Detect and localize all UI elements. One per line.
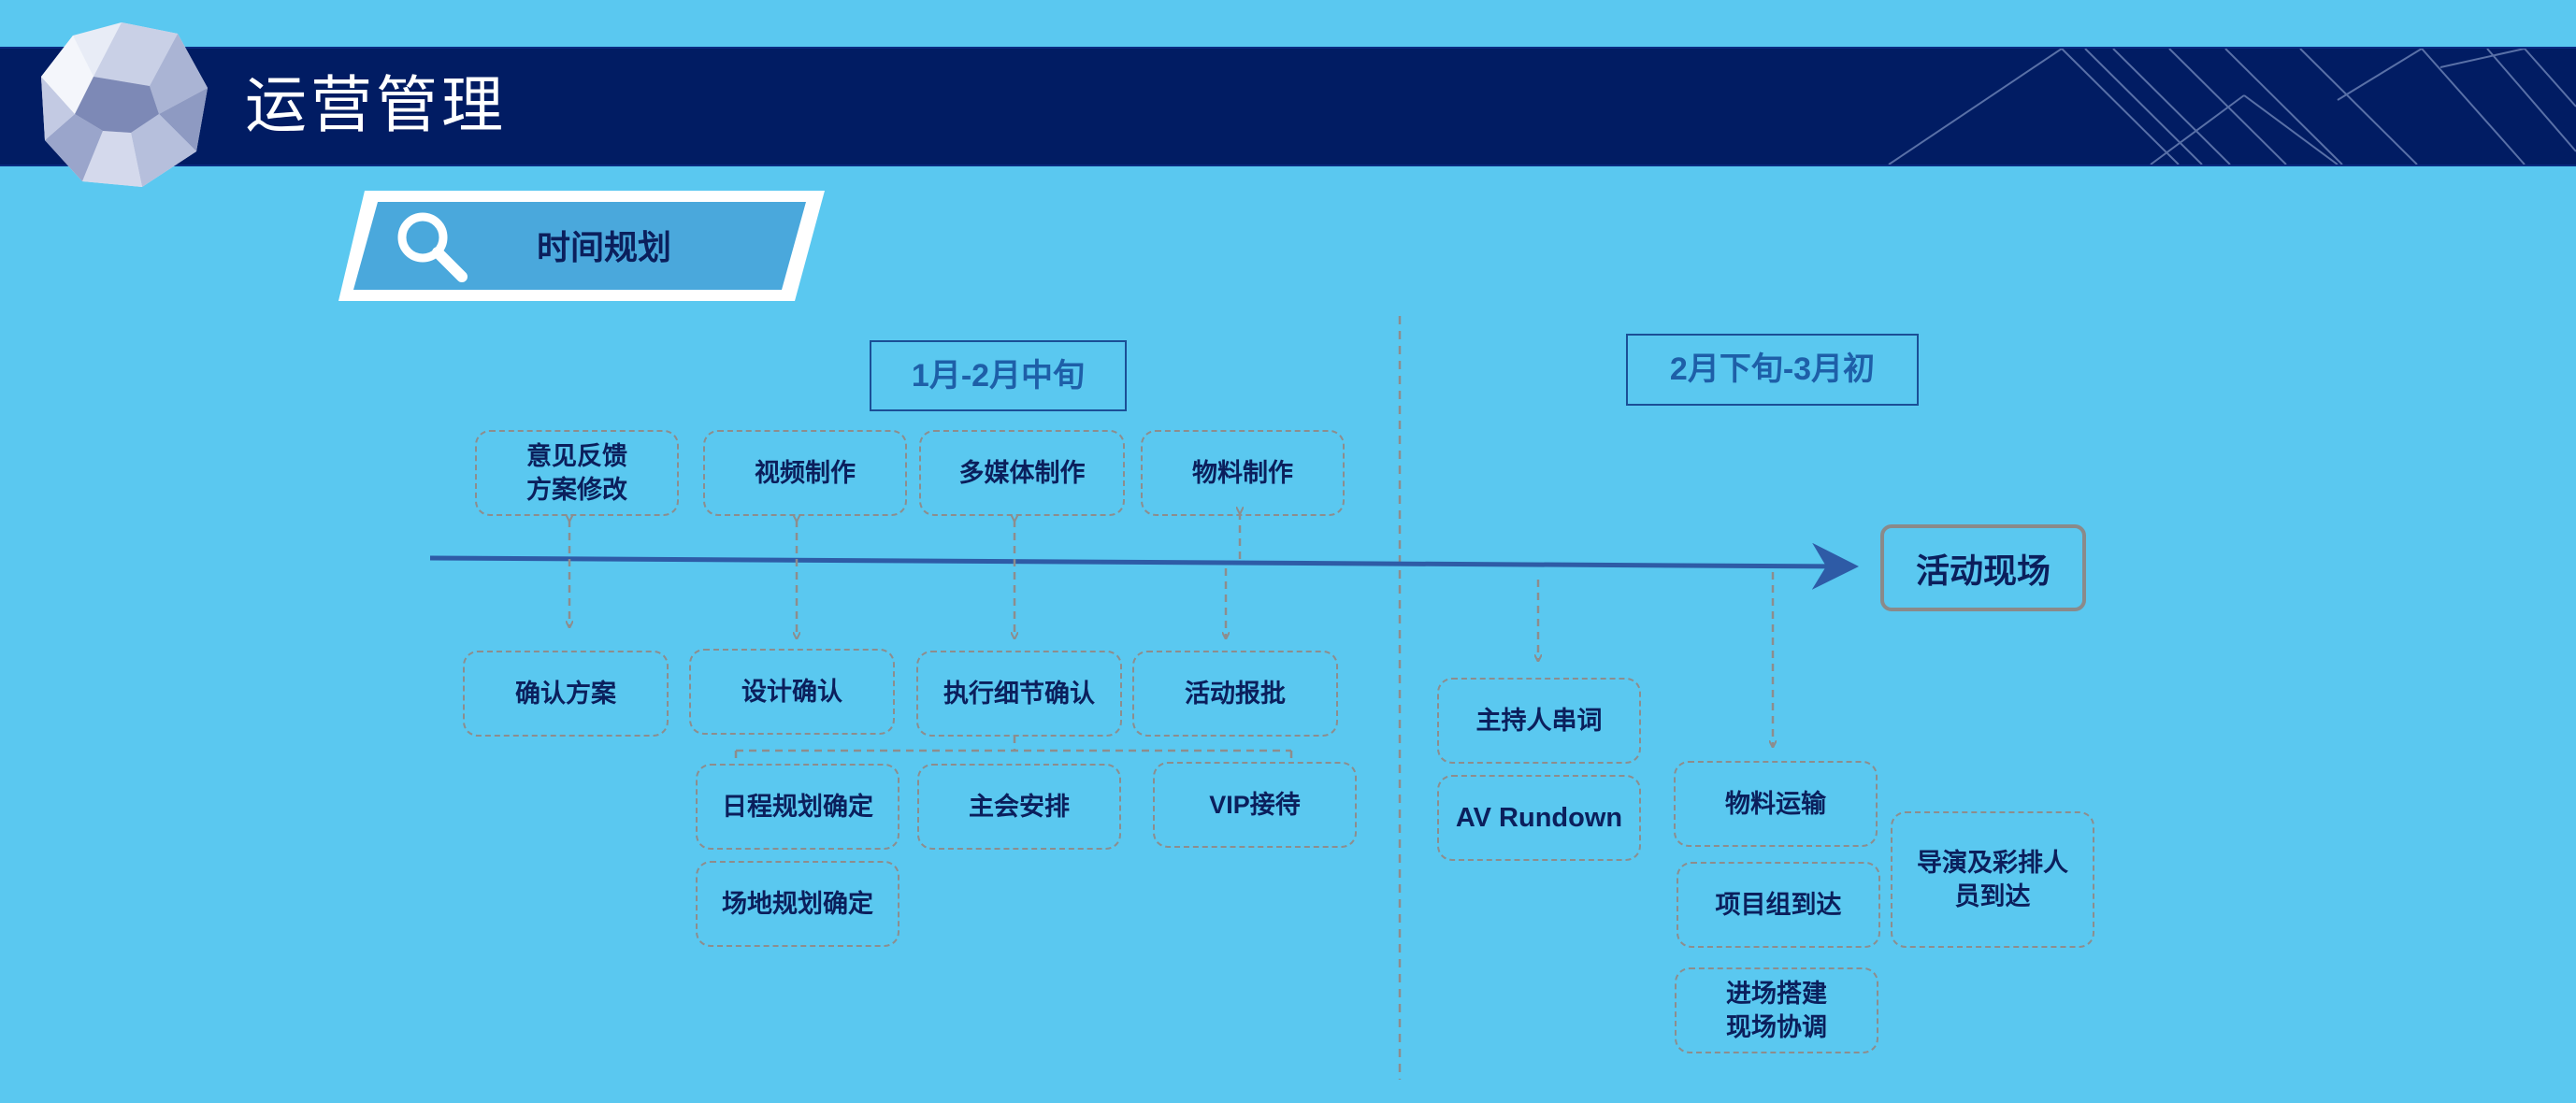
confirm-plan-box: 确认方案 bbox=[463, 651, 669, 737]
venue-plan-box: 场地规划确定 bbox=[696, 861, 899, 947]
feedback-revision-box: 意见反馈 方案修改 bbox=[475, 430, 679, 516]
search-icon bbox=[397, 212, 468, 282]
page-title: 运营管理 bbox=[245, 69, 507, 141]
crystal-logo bbox=[41, 22, 208, 187]
event-onsite-box: 活动现场 bbox=[1880, 524, 2086, 611]
material-production-box: 物料制作 bbox=[1141, 430, 1345, 516]
timeline-arrow bbox=[429, 542, 1859, 590]
design-confirm-box: 设计确认 bbox=[689, 649, 895, 735]
header-band bbox=[0, 47, 2576, 166]
director-rehearsal-box: 导演及彩排人 员到达 bbox=[1891, 811, 2094, 948]
execution-detail-box: 执行细节确认 bbox=[916, 651, 1122, 737]
host-script-box: 主持人串词 bbox=[1437, 678, 1641, 764]
phase-1-header: 1月-2月中旬 bbox=[870, 340, 1127, 411]
setup-coordination-box: 进场搭建 现场协调 bbox=[1675, 967, 1878, 1053]
video-production-box: 视频制作 bbox=[703, 430, 907, 516]
section-label: 时间规划 bbox=[537, 228, 672, 266]
schedule-plan-box: 日程规划确定 bbox=[696, 764, 899, 850]
av-rundown-box: AV Rundown bbox=[1437, 775, 1641, 861]
event-approval-box: 活动报批 bbox=[1132, 651, 1338, 737]
team-arrival-box: 项目组到达 bbox=[1677, 862, 1880, 948]
phase-2-header: 2月下旬-3月初 bbox=[1626, 334, 1919, 406]
main-session-box: 主会安排 bbox=[917, 764, 1121, 850]
material-transport-box: 物料运输 bbox=[1674, 761, 1878, 847]
vip-reception-box: VIP接待 bbox=[1153, 762, 1357, 848]
multimedia-production-box: 多媒体制作 bbox=[919, 430, 1125, 516]
decorative-lines bbox=[1888, 49, 2576, 165]
